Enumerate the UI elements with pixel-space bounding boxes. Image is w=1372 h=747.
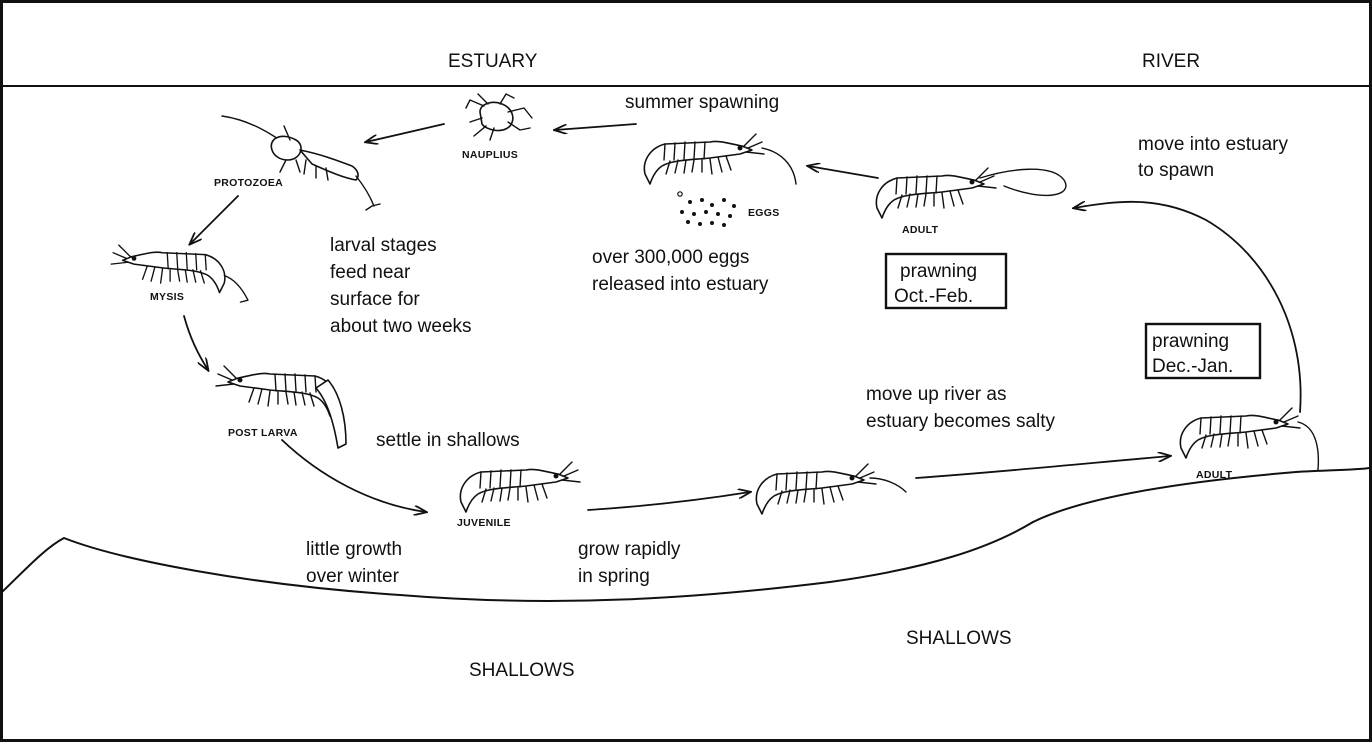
adult-prawn-river-illustration <box>1180 408 1318 470</box>
nauplius-label: NAUPLIUS <box>462 149 518 161</box>
svg-text:surface for: surface for <box>330 289 420 310</box>
svg-text:in spring: in spring <box>578 566 650 587</box>
eggs-released-note: over 300,000 eggs released into estuary <box>592 247 769 295</box>
little-growth-note: little growth over winter <box>306 539 402 587</box>
spawning-prawn-illustration <box>644 134 796 184</box>
svg-text:larval stages: larval stages <box>330 235 437 256</box>
settle-in-shallows-note: settle in shallows <box>376 430 520 451</box>
estuary-header: ESTUARY <box>448 51 538 72</box>
svg-text:over 300,000 eggs: over 300,000 eggs <box>592 247 749 268</box>
juvenile-illustration <box>460 462 580 512</box>
svg-text:grow rapidly: grow rapidly <box>578 539 681 560</box>
svg-text:feed near: feed near <box>330 262 411 283</box>
larval-stages-note: larval stages feed near surface for abou… <box>330 235 472 337</box>
prawning-dec-jan-box: prawning Dec.-Jan. <box>1146 324 1260 378</box>
svg-text:prawning: prawning <box>900 261 977 282</box>
protozoea-label: PROTOZOEA <box>214 177 283 189</box>
arrow-protozoea-to-mysis <box>190 196 238 244</box>
svg-text:estuary becomes salty: estuary becomes salty <box>866 411 1056 432</box>
nauplius-illustration <box>466 94 532 140</box>
svg-text:move into estuary: move into estuary <box>1138 134 1288 155</box>
svg-text:about two weeks: about two weeks <box>330 316 472 337</box>
svg-text:prawning: prawning <box>1152 331 1229 352</box>
growing-prawn-illustration <box>756 464 906 514</box>
svg-text:Oct.-Feb.: Oct.-Feb. <box>894 286 973 307</box>
arrow-nauplius-to-protozoea <box>366 124 444 142</box>
arrow-eggs-to-nauplius <box>555 124 636 130</box>
river-header: RIVER <box>1142 51 1200 72</box>
shallows-label-right: SHALLOWS <box>906 628 1012 649</box>
summer-spawning-note: summer spawning <box>625 92 779 113</box>
svg-text:little growth: little growth <box>306 539 402 560</box>
shallows-label-left: SHALLOWS <box>469 660 575 681</box>
adult-prawn-estuary-illustration <box>876 168 1066 218</box>
shallows-boundary-left <box>2 522 1033 601</box>
grow-rapidly-note: grow rapidly in spring <box>578 539 681 587</box>
juvenile-label: JUVENILE <box>457 517 511 529</box>
prawning-oct-feb-box: prawning Oct.-Feb. <box>886 254 1006 308</box>
arrow-juvenile-to-growing <box>588 492 750 510</box>
svg-text:over winter: over winter <box>306 566 400 587</box>
move-into-estuary-note: move into estuary to spawn <box>1138 134 1288 181</box>
arrow-mysis-to-post-larva <box>184 316 208 370</box>
mysis-label: MYSIS <box>150 291 184 303</box>
arrow-river-to-estuary <box>1074 202 1301 412</box>
svg-text:move up river as: move up river as <box>866 384 1006 405</box>
arrow-adult-to-spawning <box>808 166 878 178</box>
arrow-growing-to-river <box>916 456 1170 478</box>
svg-text:to spawn: to spawn <box>1138 160 1214 181</box>
svg-text:Dec.-Jan.: Dec.-Jan. <box>1152 356 1233 377</box>
adult-river-label: ADULT <box>1196 469 1233 481</box>
move-up-river-note: move up river as estuary becomes salty <box>866 384 1056 432</box>
post-larva-label: POST LARVA <box>228 427 298 439</box>
protozoea-illustration <box>222 116 380 210</box>
svg-text:released into estuary: released into estuary <box>592 274 769 295</box>
adult-estuary-label: ADULT <box>902 224 939 236</box>
eggs-illustration <box>678 192 736 227</box>
eggs-label: EGGS <box>748 207 780 219</box>
